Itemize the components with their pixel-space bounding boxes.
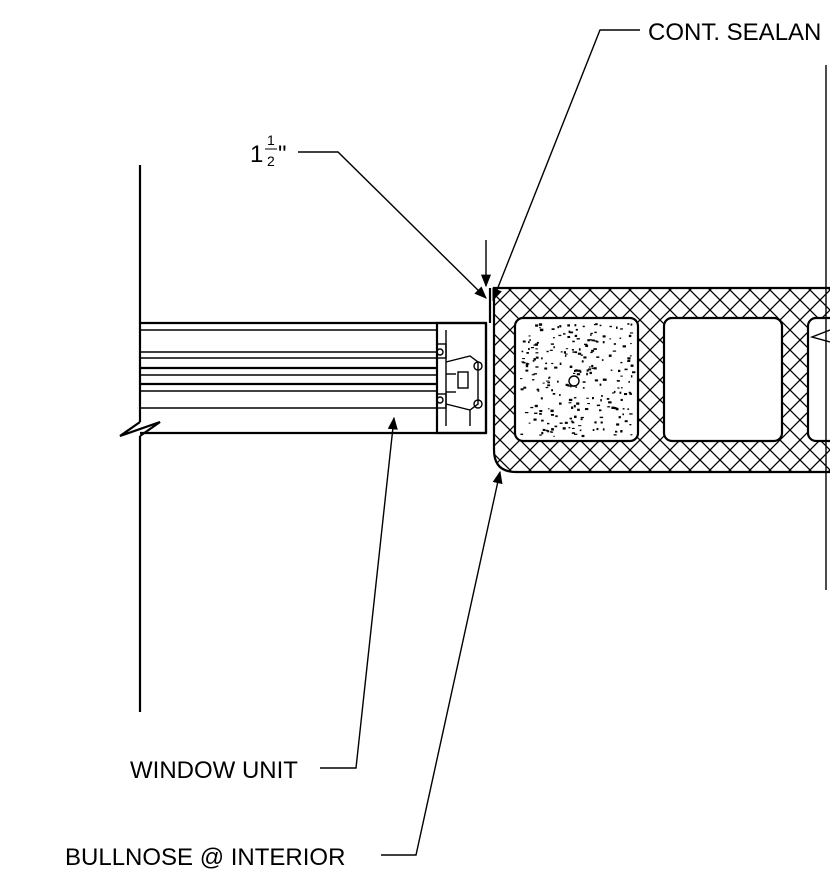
dimension-numerator: 1 [267,132,275,148]
masonry-block [492,286,830,474]
sealant-label: CONT. SEALAN [648,19,821,46]
leader-lines [298,29,640,856]
dimension-unit: " [278,141,287,168]
wall-line [119,165,161,712]
bullnose-label: BULLNOSE @ INTERIOR [65,844,345,870]
window-unit [140,321,488,435]
dimension-label: 1 1 2 " [250,132,287,169]
grout-stipple [520,323,636,438]
dimension-whole: 1 [250,141,263,168]
window-unit-label: WINDOW UNIT [130,757,298,784]
dimension-denominator: 2 [267,153,275,169]
